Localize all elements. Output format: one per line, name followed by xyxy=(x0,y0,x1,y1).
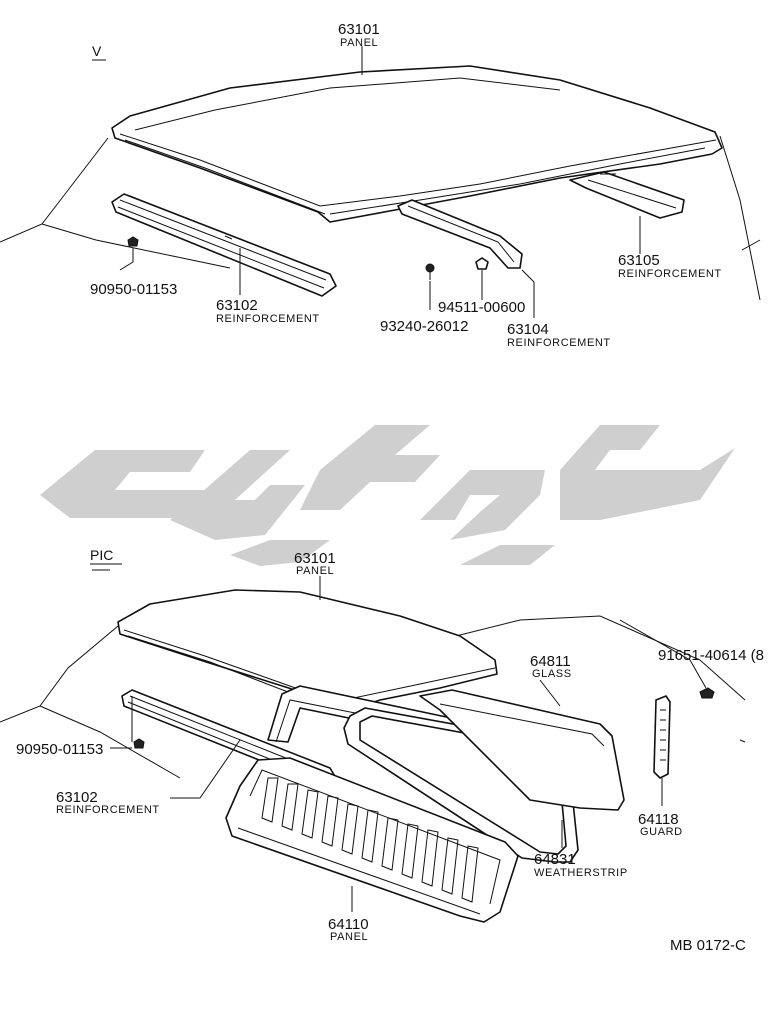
top-clip-icon xyxy=(127,236,139,247)
top-reinf-right-name: REINFORCEMENT xyxy=(618,268,722,280)
top-panel-number: 63101 xyxy=(338,21,380,38)
bottom-clip-icon xyxy=(133,738,145,749)
top-body-line-left xyxy=(0,137,109,243)
bottom-section: PIC xyxy=(0,547,746,923)
bottom-weatherstrip-name: WEATHERSTRIP xyxy=(534,867,628,879)
bottom-bolt-icon xyxy=(699,687,715,699)
bottom-panel-number: 63101 xyxy=(294,550,336,567)
top-section: V xyxy=(0,43,761,318)
top-screw-icon xyxy=(425,263,435,273)
top-nut-number: 94511-00600 xyxy=(438,299,525,316)
bottom-back-panel-number: 64110 xyxy=(328,916,369,933)
watermark-logo xyxy=(40,425,735,566)
top-body-line-right xyxy=(719,135,761,301)
top-screw-number: 93240-26012 xyxy=(380,318,468,335)
bottom-back-panel xyxy=(225,757,519,923)
bottom-reinf-left-name: REINFORCEMENT xyxy=(56,804,160,816)
bottom-back-panel-name: PANEL xyxy=(330,931,368,943)
top-body-line-lower xyxy=(41,223,231,269)
bottom-variant-label: PIC xyxy=(90,547,113,563)
bottom-body-line-left xyxy=(0,625,119,723)
top-reinforcement-mid xyxy=(397,199,523,269)
bottom-reinf-left-number: 63102 xyxy=(56,789,98,806)
bottom-glass-name: GLASS xyxy=(532,668,572,680)
bottom-glass-number: 64811 xyxy=(530,653,571,670)
bottom-glass xyxy=(419,689,625,811)
top-clip-left-number: 90950-01153 xyxy=(90,281,177,298)
bottom-clip-left-number: 90950-01153 xyxy=(16,741,103,758)
bottom-weatherstrip-number: 64831 xyxy=(534,851,576,868)
top-nut-icon xyxy=(475,257,489,270)
top-reinforcement-right xyxy=(569,171,685,219)
top-reinf-mid-name: REINFORCEMENT xyxy=(507,337,611,349)
bottom-guard-number: 64118 xyxy=(638,811,679,828)
top-reinforcement-left xyxy=(111,193,337,297)
bottom-panel-name: PANEL xyxy=(296,565,334,577)
bottom-body-line-right xyxy=(439,615,746,701)
top-reinf-left-name: REINFORCEMENT xyxy=(216,313,320,325)
bottom-body-line-lower xyxy=(39,705,181,779)
top-variant-label: V xyxy=(92,43,102,59)
top-reinf-mid-number: 63104 xyxy=(507,321,549,338)
bottom-bolt-number: 91651-40614 (8 xyxy=(658,647,764,664)
top-roof-panel xyxy=(111,65,723,223)
top-reinf-left-number: 63102 xyxy=(216,297,258,314)
bottom-guard xyxy=(653,695,671,779)
bottom-guard-name: GUARD xyxy=(640,826,683,838)
top-panel-name: PANEL xyxy=(340,37,378,49)
diagram-code: MB 0172-C xyxy=(670,937,746,954)
top-reinf-right-number: 63105 xyxy=(618,252,660,269)
